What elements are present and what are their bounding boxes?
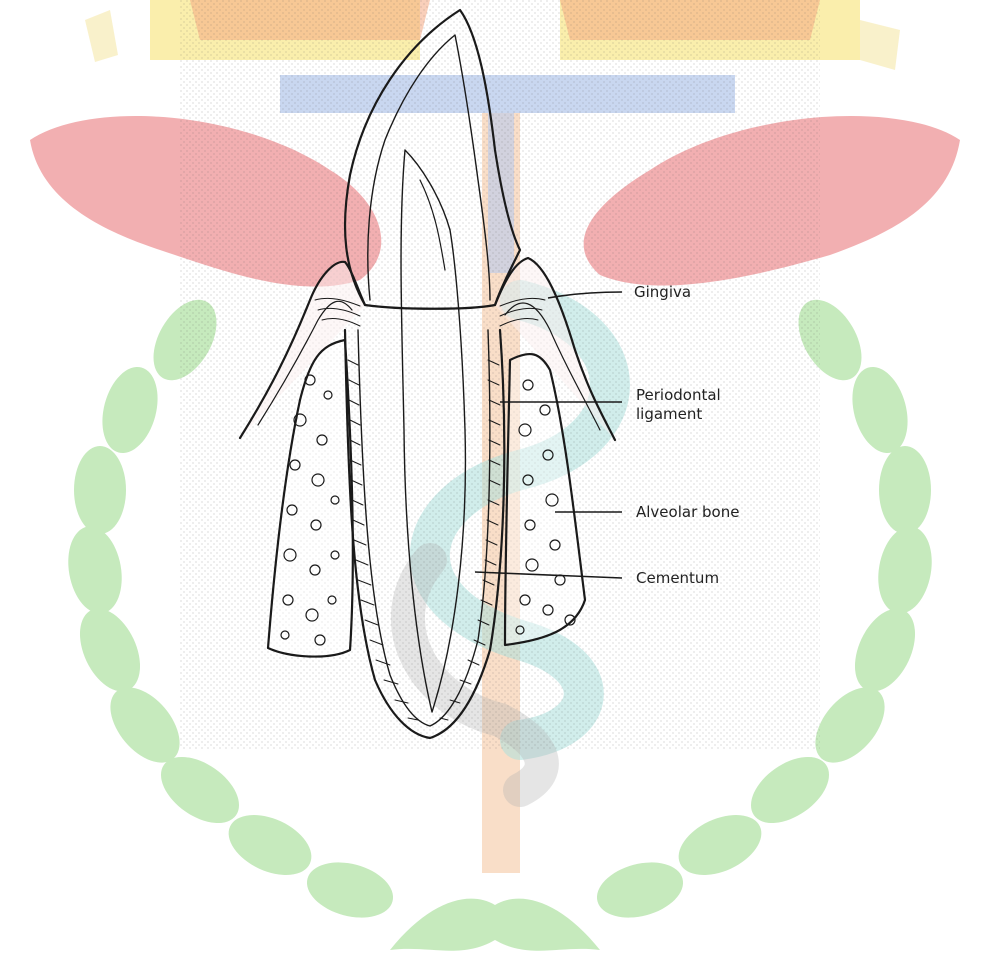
watermark-ribbon — [390, 899, 600, 951]
label-periodontal-line1: Periodontal — [636, 386, 721, 404]
watermark-letter-left — [85, 10, 118, 62]
watermark-letter-right — [860, 20, 900, 70]
label-alveolar-bone: Alveolar bone — [636, 503, 739, 521]
label-periodontal-line2: ligament — [636, 405, 702, 423]
label-cementum: Cementum — [636, 569, 719, 587]
label-gingiva: Gingiva — [634, 283, 691, 301]
